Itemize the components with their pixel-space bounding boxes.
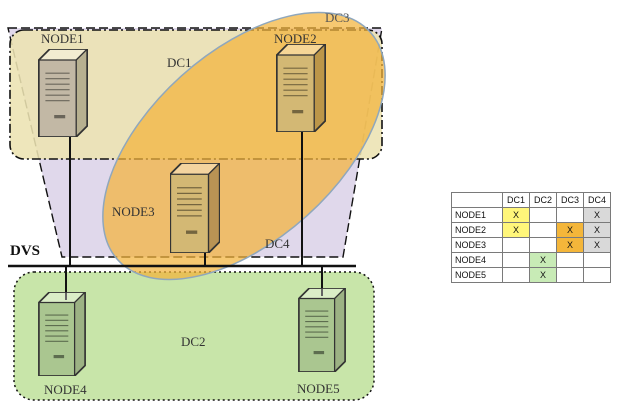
matrix-row: NODE2 X X X <box>452 223 611 238</box>
matrix-cell <box>503 238 530 253</box>
node4-label: NODE4 <box>44 382 87 397</box>
node5-label: NODE5 <box>297 381 340 396</box>
matrix-corner-cell <box>452 193 503 208</box>
matrix-cell <box>503 253 530 268</box>
matrix-cell <box>530 238 557 253</box>
node3-label: NODE3 <box>112 204 155 219</box>
matrix-cell <box>557 268 584 283</box>
matrix-row: NODE5 X <box>452 268 611 283</box>
matrix-cell: X <box>557 238 584 253</box>
matrix-row-label: NODE2 <box>452 223 503 238</box>
matrix-cell: X <box>530 253 557 268</box>
node2-server-icon <box>277 44 325 132</box>
matrix-cell: X <box>503 223 530 238</box>
matrix-col-header: DC4 <box>584 193 611 208</box>
matrix-cell <box>557 253 584 268</box>
node2-label: NODE2 <box>274 31 317 46</box>
matrix-row: NODE4 X <box>452 253 611 268</box>
node5-server-icon <box>299 288 345 372</box>
matrix-col-header: DC2 <box>530 193 557 208</box>
dc4-label: DC4 <box>265 236 290 251</box>
matrix-header-row: DC1 DC2 DC3 DC4 <box>452 193 611 208</box>
matrix-row-label: NODE4 <box>452 253 503 268</box>
matrix-cell <box>584 268 611 283</box>
dc3-label: DC3 <box>325 10 350 25</box>
dc2-label: DC2 <box>181 334 206 349</box>
matrix-row-label: NODE5 <box>452 268 503 283</box>
matrix-row-label: NODE1 <box>452 208 503 223</box>
node1-server-icon <box>39 49 87 137</box>
matrix-cell: X <box>503 208 530 223</box>
matrix-cell: X <box>584 208 611 223</box>
node3-server-icon <box>170 163 220 253</box>
matrix-col-header: DC3 <box>557 193 584 208</box>
matrix-row: NODE3 X X <box>452 238 611 253</box>
matrix-cell: X <box>584 223 611 238</box>
dvs-label: DVS <box>10 243 40 259</box>
matrix-cell: X <box>530 268 557 283</box>
matrix-cell: X <box>557 223 584 238</box>
membership-matrix: DC1 DC2 DC3 DC4 NODE1 X X NODE2 X X X NO… <box>451 192 611 283</box>
matrix-cell <box>530 223 557 238</box>
matrix-cell <box>530 208 557 223</box>
matrix-row: NODE1 X X <box>452 208 611 223</box>
matrix-cell <box>557 208 584 223</box>
dc1-label: DC1 <box>167 55 192 70</box>
matrix-col-header: DC1 <box>503 193 530 208</box>
matrix-cell <box>503 268 530 283</box>
node4-server-icon <box>39 292 85 376</box>
matrix-row-label: NODE3 <box>452 238 503 253</box>
matrix-cell <box>584 253 611 268</box>
node1-label: NODE1 <box>41 31 84 46</box>
matrix-cell: X <box>584 238 611 253</box>
